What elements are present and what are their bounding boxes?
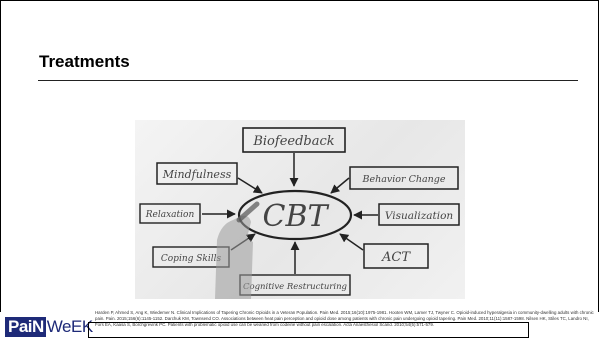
footer-bar xyxy=(0,312,601,340)
cbt-diagram-image: CBT Biofeedback Mindfulness Behavior Cha… xyxy=(135,120,465,299)
node-mindfulness: Mindfulness xyxy=(162,168,232,181)
node-cognitive-restructuring: Cognitive Restructuring xyxy=(243,282,348,292)
references-text: Harden P, Ahmed S, Ang K, Wiedemer N. Cl… xyxy=(95,310,594,328)
node-coping-skills: Coping Skills xyxy=(161,254,222,264)
logo-pain-text: PaiN xyxy=(5,317,46,337)
node-behavior-change: Behavior Change xyxy=(362,174,446,185)
node-biofeedback: Biofeedback xyxy=(252,134,334,149)
node-visualization: Visualization xyxy=(385,210,454,222)
references-box xyxy=(88,322,529,338)
cbt-ellipse xyxy=(237,189,353,241)
slide-title: Treatments xyxy=(39,52,130,71)
node-relaxation: Relaxation xyxy=(145,210,195,220)
cbt-label: CBT xyxy=(262,199,329,234)
title-divider xyxy=(38,80,578,81)
node-act: ACT xyxy=(381,250,411,265)
hand-illustration xyxy=(215,215,253,299)
logo-week-text: WeEK xyxy=(46,317,93,336)
